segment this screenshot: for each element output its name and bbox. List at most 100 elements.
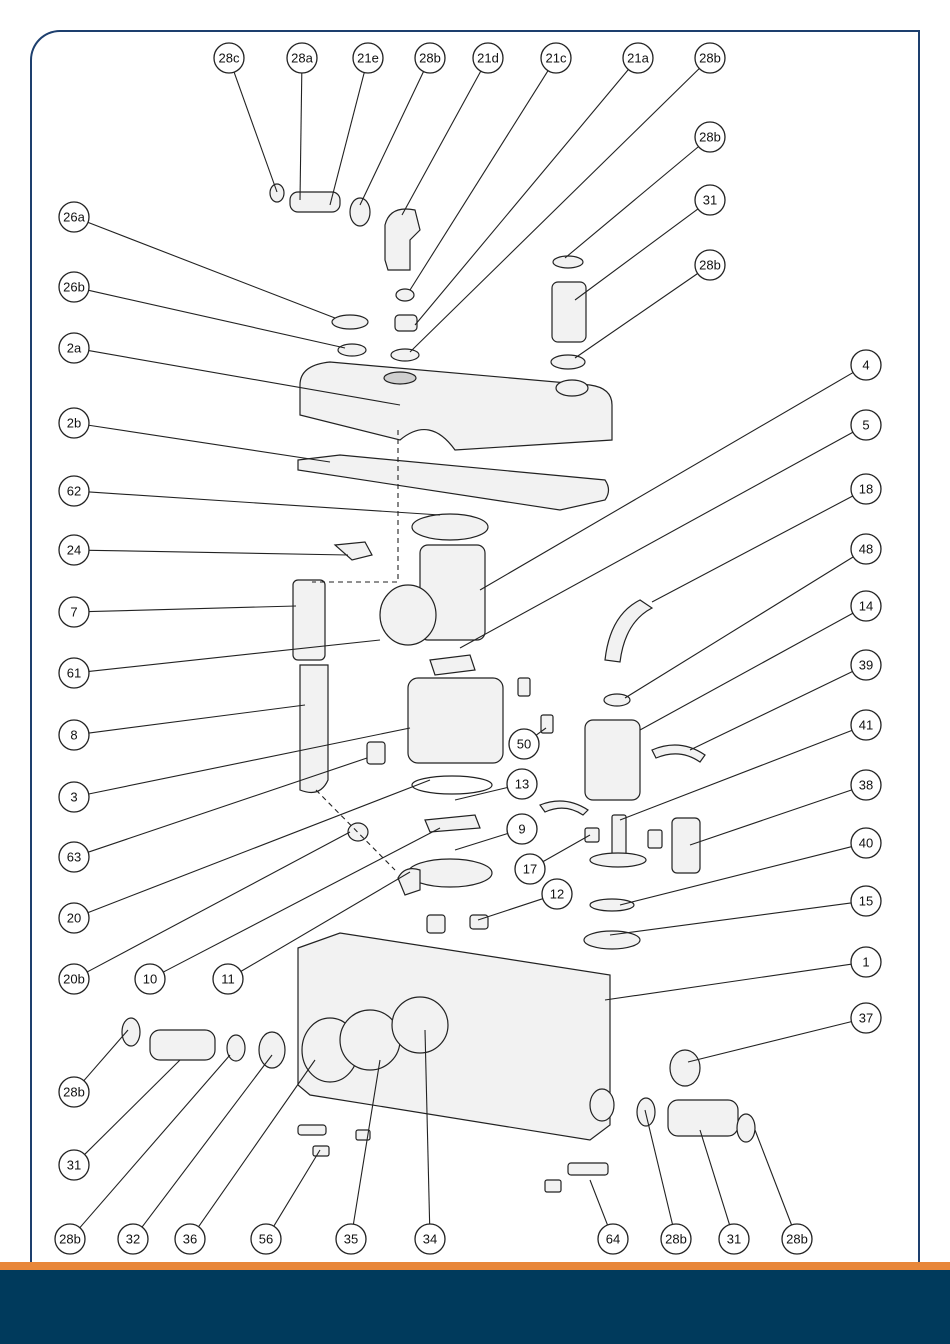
leader-line-20 (88, 780, 430, 913)
callout-31: 31 (59, 1150, 89, 1180)
leader-line-63 (88, 758, 367, 852)
callout-label: 5 (862, 418, 869, 433)
callout-62: 62 (59, 476, 89, 506)
callout-label: 64 (606, 1232, 620, 1247)
leader-line-40 (620, 847, 851, 905)
footer-band (0, 1270, 950, 1344)
leader-line-26b (89, 290, 345, 348)
callout-21c: 21c (541, 43, 571, 73)
callout-26a: 26a (59, 202, 89, 232)
callout-label: 15 (859, 894, 873, 909)
leader-line-12 (478, 899, 543, 920)
callout-label: 62 (67, 484, 81, 499)
callout-28b: 28b (59, 1077, 89, 1107)
leader-line-36 (199, 1060, 315, 1227)
leader-line-14 (640, 613, 853, 730)
callout-label: 40 (859, 836, 873, 851)
callout-50: 50 (509, 729, 539, 759)
leader-line-56 (274, 1150, 320, 1226)
leader-line-21c (410, 71, 548, 290)
callout-28b: 28b (695, 122, 725, 152)
leader-line-31 (85, 1060, 180, 1154)
callout-label: 20 (67, 911, 81, 926)
parts-artwork (122, 184, 755, 1192)
callout-26b: 26b (59, 272, 89, 302)
leader-line-61 (89, 640, 380, 671)
callout-56: 56 (251, 1224, 281, 1254)
leader-line-26a (88, 222, 335, 318)
leader-line-48 (625, 557, 853, 698)
leader-line-64 (590, 1180, 608, 1225)
callout-28b: 28b (695, 250, 725, 280)
callout-28c: 28c (214, 43, 244, 73)
leader-line-3 (89, 728, 410, 794)
callout-label: 26a (63, 210, 85, 225)
callout-9: 9 (507, 814, 537, 844)
callout-label: 1 (862, 955, 869, 970)
callout-28b: 28b (782, 1224, 812, 1254)
callout-label: 12 (550, 887, 564, 902)
leader-line-15 (610, 903, 851, 935)
callout-5: 5 (851, 410, 881, 440)
callout-label: 35 (344, 1232, 358, 1247)
callout-label: 17 (523, 862, 537, 877)
leader-line-31 (700, 1130, 730, 1225)
callout-label: 31 (727, 1232, 741, 1247)
callout-label: 8 (70, 728, 77, 743)
callout-4: 4 (851, 350, 881, 380)
callout-18: 18 (851, 474, 881, 504)
callout-24: 24 (59, 535, 89, 565)
leader-line-7 (89, 606, 296, 612)
callout-label: 56 (259, 1232, 273, 1247)
callout-label: 61 (67, 666, 81, 681)
callout-label: 21d (477, 51, 499, 66)
callout-label: 20b (63, 972, 85, 987)
callout-label: 28b (699, 258, 721, 273)
callout-label: 11 (221, 972, 235, 987)
callout-36: 36 (175, 1224, 205, 1254)
callout-13: 13 (507, 769, 537, 799)
callout-35: 35 (336, 1224, 366, 1254)
callout-28a: 28a (287, 43, 317, 73)
leader-line-28b (84, 1030, 128, 1081)
callout-label: 48 (859, 542, 873, 557)
callout-21d: 21d (473, 43, 503, 73)
callout-2a: 2a (59, 333, 89, 363)
callout-17: 17 (515, 854, 545, 884)
callout-label: 41 (859, 718, 873, 733)
callout-1: 1 (851, 947, 881, 977)
callout-64: 64 (598, 1224, 628, 1254)
callout-label: 38 (859, 778, 873, 793)
callout-label: 10 (143, 972, 157, 987)
leader-line-62 (89, 492, 440, 515)
callout-label: 14 (859, 599, 873, 614)
callout-21a: 21a (623, 43, 653, 73)
callout-8: 8 (59, 720, 89, 750)
callout-40: 40 (851, 828, 881, 858)
callout-label: 28b (63, 1085, 85, 1100)
callout-label: 32 (126, 1232, 140, 1247)
callout-label: 18 (859, 482, 873, 497)
callout-label: 3 (70, 790, 77, 805)
callout-14: 14 (851, 591, 881, 621)
callout-label: 26b (63, 280, 85, 295)
leader-line-21a (415, 70, 628, 325)
leader-line-28c (234, 72, 277, 192)
callout-label: 7 (70, 605, 77, 620)
callout-2b: 2b (59, 408, 89, 438)
callout-label: 9 (518, 822, 525, 837)
callout-20: 20 (59, 903, 89, 933)
callout-label: 21e (357, 51, 379, 66)
callout-label: 24 (67, 543, 81, 558)
callout-label: 37 (859, 1011, 873, 1026)
callout-41: 41 (851, 710, 881, 740)
callout-34: 34 (415, 1224, 445, 1254)
callout-20b: 20b (59, 964, 89, 994)
callout-10: 10 (135, 964, 165, 994)
callout-11: 11 (213, 964, 243, 994)
leader-line-28b (80, 1055, 230, 1228)
leader-line-28b (360, 72, 424, 205)
leader-line-38 (690, 790, 852, 845)
leader-line-1 (605, 964, 851, 1000)
callout-label: 34 (423, 1232, 437, 1247)
